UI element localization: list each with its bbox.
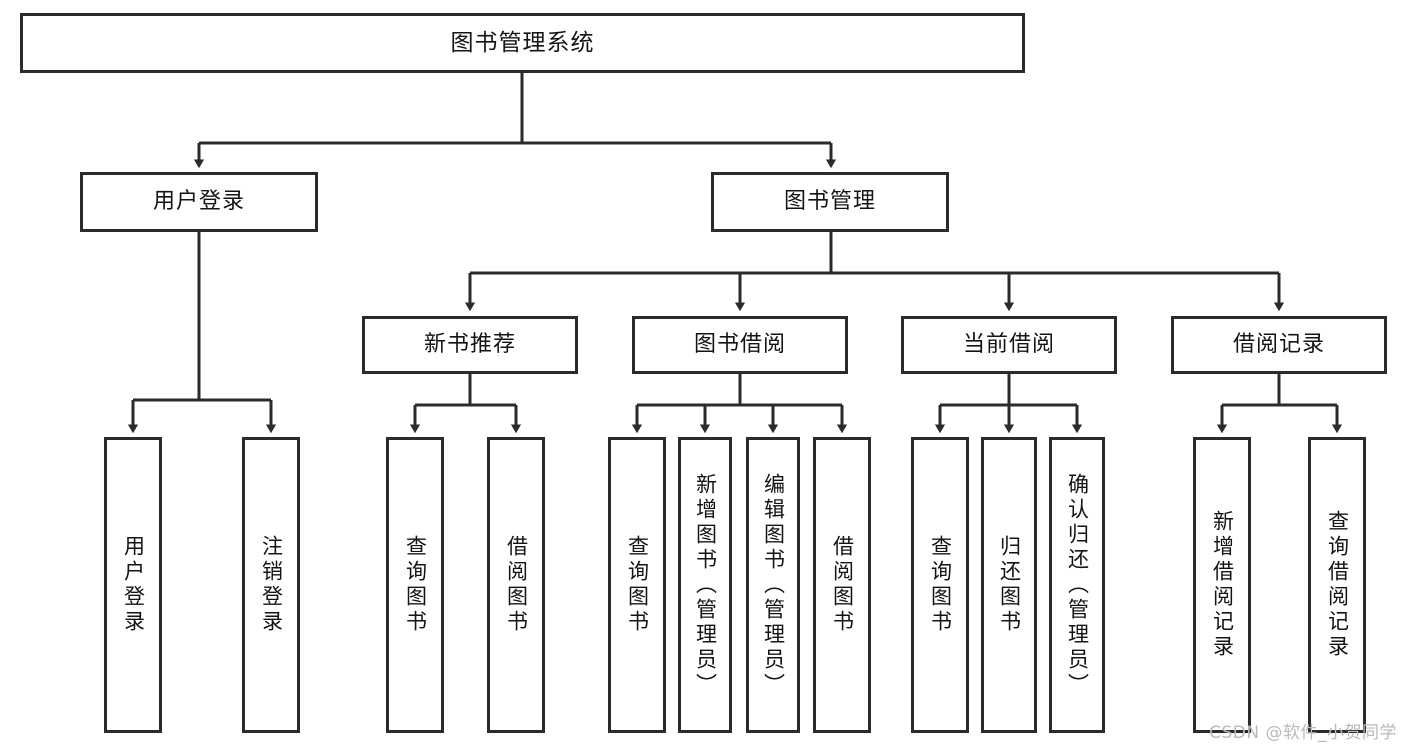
node-borrow-record[interactable]: 借阅记录 [1171,316,1387,374]
node-root[interactable]: 图书管理系统 [20,13,1025,73]
node-new-book-recommend[interactable]: 新书推荐 [362,316,578,374]
node-borrow-record-label: 借阅记录 [1232,332,1325,358]
node-book-manage[interactable]: 图书管理 [711,172,949,232]
node-book-borrow-label: 图书借阅 [693,332,786,358]
node-leaf-query-book-1-label: 查询图书 [403,535,428,635]
node-new-book-recommend-label: 新书推荐 [423,332,516,358]
node-leaf-query-book-2[interactable]: 查询图书 [608,437,666,733]
node-book-borrow[interactable]: 图书借阅 [632,316,848,374]
node-leaf-borrow-book-2-label: 借阅图书 [830,535,855,635]
node-leaf-query-book-3-label: 查询图书 [928,535,953,635]
node-leaf-query-record-label: 查询借阅记录 [1325,510,1350,660]
node-user-login-label: 用户登录 [152,189,245,215]
node-leaf-query-book-1[interactable]: 查询图书 [386,437,444,733]
node-leaf-logout[interactable]: 注销登录 [242,437,300,733]
node-leaf-query-book-2-label: 查询图书 [625,535,650,635]
node-leaf-confirm-return-label: 确认归还（管理员） [1065,472,1090,698]
node-leaf-borrow-book-1-label: 借阅图书 [504,535,529,635]
node-leaf-user-login-label: 用户登录 [121,535,146,635]
node-leaf-query-book-3[interactable]: 查询图书 [911,437,969,733]
node-leaf-confirm-return[interactable]: 确认归还（管理员） [1049,437,1105,733]
node-leaf-return-book-label: 归还图书 [997,535,1022,635]
node-leaf-edit-book[interactable]: 编辑图书（管理员） [746,437,800,733]
node-leaf-add-book-label: 新增图书（管理员） [693,472,718,698]
node-leaf-query-record[interactable]: 查询借阅记录 [1308,437,1366,733]
node-leaf-add-record[interactable]: 新增借阅记录 [1193,437,1251,733]
csdn-watermark: CSDN @软件_小贺同学 [1209,723,1397,743]
node-leaf-logout-label: 注销登录 [259,535,284,635]
node-leaf-add-book[interactable]: 新增图书（管理员） [678,437,732,733]
node-book-manage-label: 图书管理 [783,189,876,215]
node-current-borrow[interactable]: 当前借阅 [901,316,1117,374]
node-root-label: 图书管理系统 [450,29,595,56]
node-leaf-return-book[interactable]: 归还图书 [981,437,1037,733]
node-leaf-borrow-book-1[interactable]: 借阅图书 [487,437,545,733]
node-leaf-add-record-label: 新增借阅记录 [1210,510,1235,660]
node-user-login[interactable]: 用户登录 [80,172,318,232]
node-current-borrow-label: 当前借阅 [962,332,1055,358]
node-leaf-borrow-book-2[interactable]: 借阅图书 [813,437,871,733]
node-leaf-edit-book-label: 编辑图书（管理员） [761,472,786,698]
node-leaf-user-login[interactable]: 用户登录 [104,437,162,733]
